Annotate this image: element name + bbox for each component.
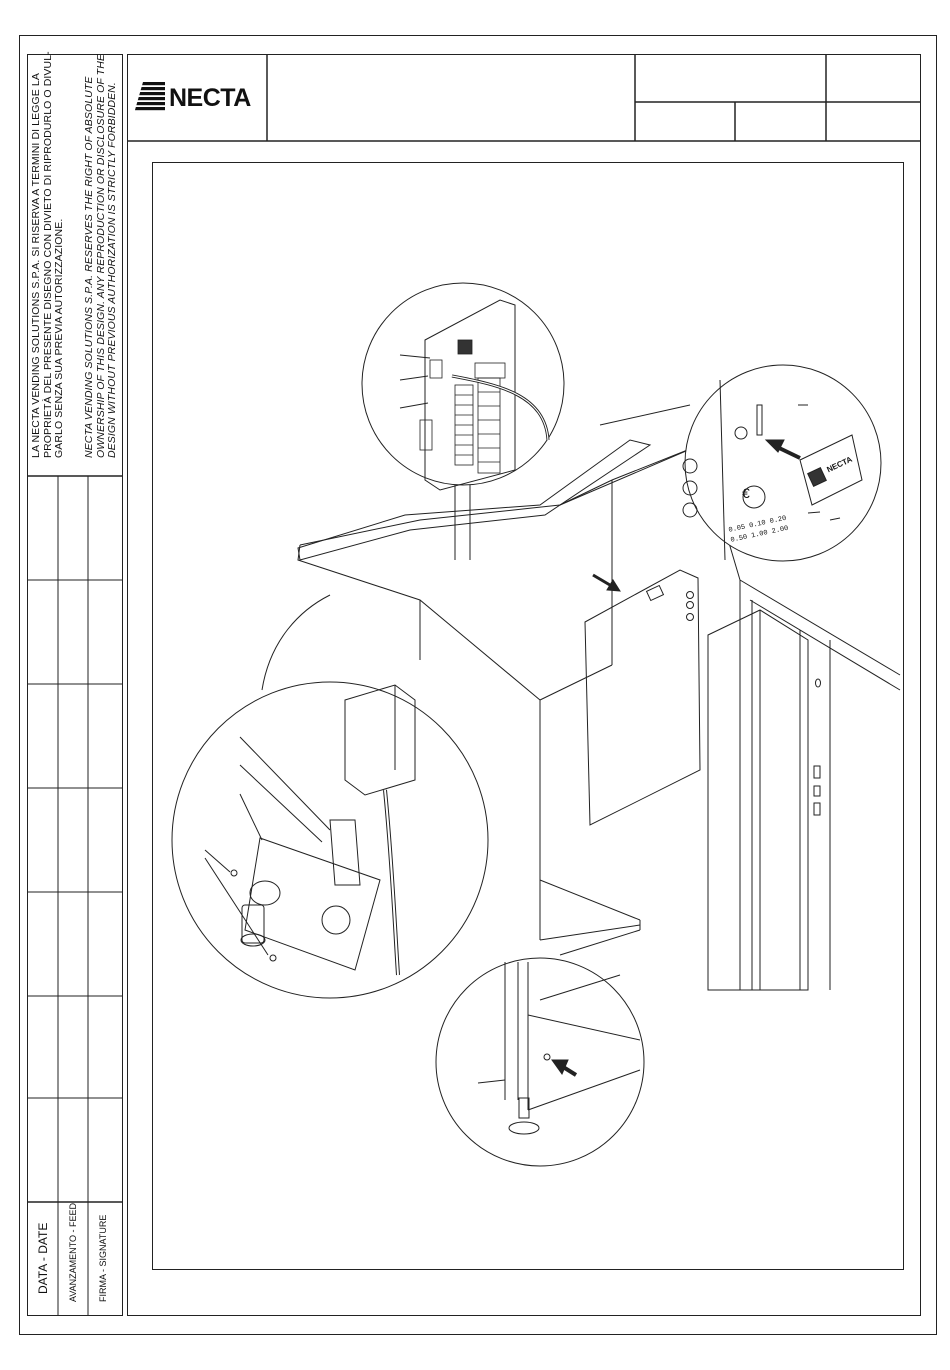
drawing-area-frame [152,162,904,1270]
brand-name: NECTA [169,84,251,112]
door-arrow-icon [592,573,621,592]
outer-border [19,35,937,1335]
detail-circle-foot [435,957,645,1167]
top-lid [297,439,652,561]
foot-arrow-icon [551,1059,578,1077]
main-sheet-frame [127,54,921,1316]
switch-plate [244,837,381,971]
detail-circle-coin-label [682,364,882,562]
logo-stripes-icon [135,82,165,111]
label-arrow-icon [764,439,801,460]
side-info-strip [27,54,123,1316]
detail-circle-electronics [361,282,565,491]
necta-logo: NECTA [133,76,263,120]
coin-label-plate [799,434,863,506]
euro-symbol: € [742,485,750,501]
front-column [707,609,809,991]
cabinet-door-panel [584,569,701,826]
detail-circle-switch-plate [171,681,489,999]
